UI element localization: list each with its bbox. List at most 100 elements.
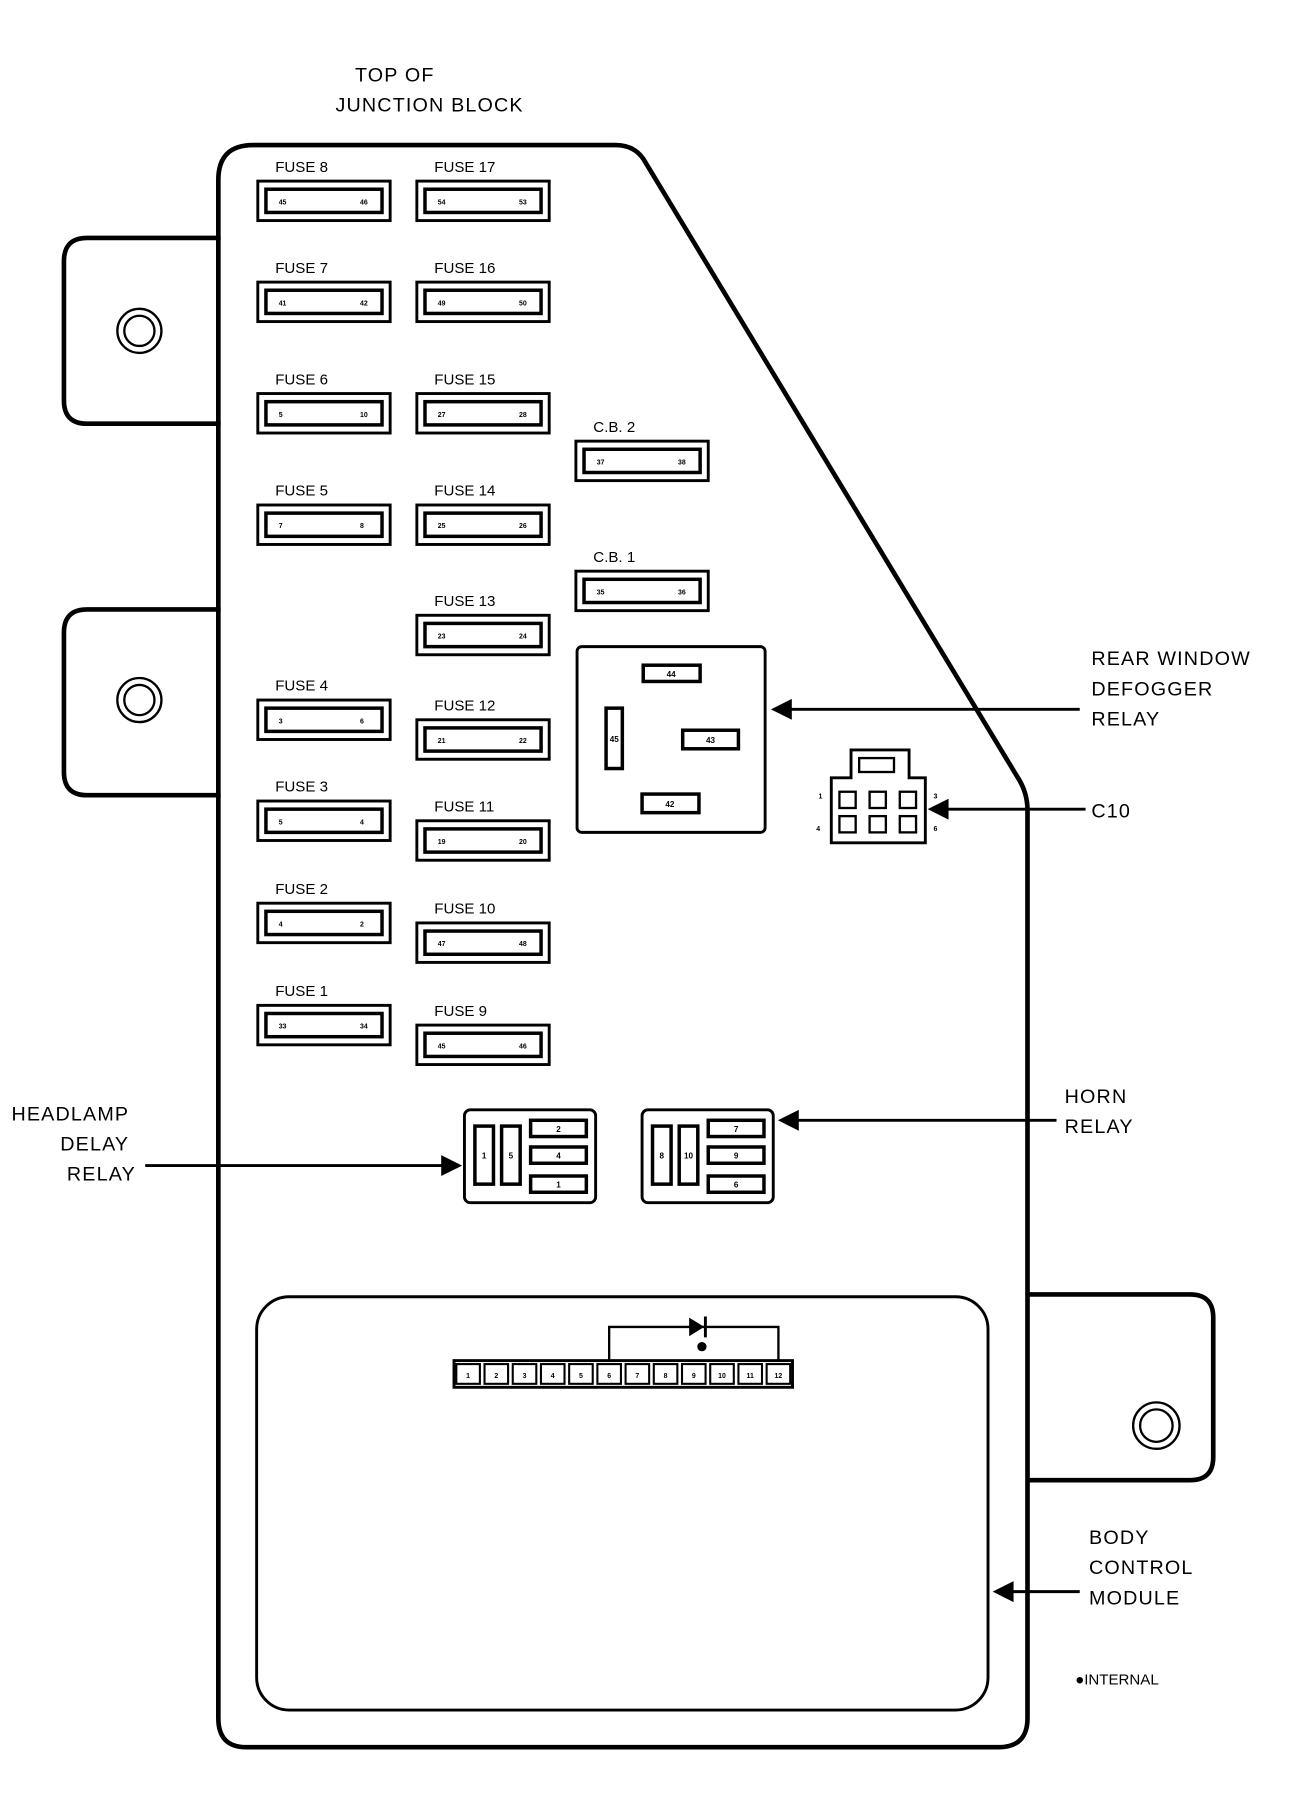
fuse-label: FUSE 12 bbox=[434, 697, 495, 714]
bcm-pin bbox=[709, 1363, 735, 1385]
c10-pin-mark: 1 bbox=[819, 794, 823, 801]
internal-marker-icon bbox=[697, 1342, 707, 1352]
bcm-pin bbox=[483, 1363, 510, 1385]
fuse-label: FUSE 9 bbox=[434, 1003, 487, 1020]
fuse-pin-label: 21 bbox=[438, 738, 446, 745]
c10-pin-mark: 3 bbox=[933, 794, 937, 801]
fuse-pin-label: 34 bbox=[360, 1024, 368, 1031]
fuse-15: FUSE 15 27 28 bbox=[415, 371, 551, 435]
fuse-label: C.B. 2 bbox=[593, 419, 635, 436]
bcm-callout bbox=[992, 1581, 1080, 1603]
fuse-pin-label: 23 bbox=[438, 634, 446, 641]
body-control-module bbox=[255, 1295, 990, 1712]
defogger-relay-label: REAR WINDOW DEFOGGER RELAY bbox=[1091, 648, 1257, 730]
fuse-pin-label: 45 bbox=[279, 199, 287, 206]
horn-relay-label: HORN RELAY bbox=[1065, 1086, 1134, 1138]
bcm-pin-label: 1 bbox=[466, 1373, 470, 1380]
fuse-label: FUSE 5 bbox=[275, 483, 328, 500]
fuse-6: FUSE 6 5 10 bbox=[256, 371, 392, 435]
fuse-pin-label: 36 bbox=[678, 589, 686, 596]
circuit-breaker-2: C.B. 2 37 38 bbox=[574, 419, 710, 483]
bcm-pin-label: 8 bbox=[664, 1373, 668, 1380]
fuse-pin-label: 48 bbox=[519, 941, 527, 948]
fuse-label: FUSE 14 bbox=[434, 483, 495, 500]
fuse-pin-label: 4 bbox=[279, 921, 283, 928]
bcm-label: BODY CONTROL MODULE bbox=[1089, 1527, 1200, 1609]
fuse-label: FUSE 3 bbox=[275, 779, 328, 796]
fuse-pin-label: 33 bbox=[279, 1024, 287, 1031]
fuse-pin-label: 47 bbox=[438, 941, 446, 948]
circuit-breaker-1: C.B. 1 35 36 bbox=[574, 549, 710, 613]
fuse-label: FUSE 8 bbox=[275, 159, 328, 176]
fuse-pin-label: 37 bbox=[597, 459, 605, 466]
fuse-pin-label: 38 bbox=[678, 459, 686, 466]
fuse-pin-label: 46 bbox=[360, 199, 368, 206]
headlamp-relay-callout bbox=[145, 1155, 463, 1177]
relay-pin-label: 9 bbox=[734, 1152, 739, 1161]
fuse-label: FUSE 11 bbox=[434, 798, 494, 815]
fuse-pin-label: 49 bbox=[438, 300, 446, 307]
bcm-pin bbox=[511, 1363, 538, 1385]
relay-pin-label: 8 bbox=[660, 1152, 665, 1161]
fuse-pin-label: 5 bbox=[279, 412, 283, 419]
bcm-pin bbox=[539, 1363, 566, 1385]
bcm-pin bbox=[596, 1363, 622, 1385]
bcm-pin-label: 10 bbox=[718, 1373, 726, 1380]
fuse-label: FUSE 15 bbox=[434, 371, 495, 388]
bcm-pin bbox=[680, 1363, 707, 1385]
mounting-hole-icon bbox=[116, 676, 163, 724]
relay-pin-label: 1 bbox=[482, 1152, 487, 1161]
horn-relay-callout bbox=[777, 1109, 1057, 1131]
fuse-pin-label: 28 bbox=[519, 412, 527, 419]
relay-pin-label: 10 bbox=[684, 1152, 694, 1161]
fuse-label: C.B. 1 bbox=[593, 549, 635, 566]
c10-pin-mark: 6 bbox=[933, 826, 937, 833]
diode-icon bbox=[689, 1317, 705, 1337]
relay-pin-label: 43 bbox=[706, 736, 716, 745]
fuse-label: FUSE 2 bbox=[275, 881, 328, 898]
fuse-8: FUSE 8 45 46 bbox=[256, 159, 392, 223]
fuse-pin-label: 4 bbox=[360, 819, 364, 826]
fuse-label: FUSE 6 bbox=[275, 371, 328, 388]
fuse-pin-label: 19 bbox=[438, 839, 446, 846]
headlamp-delay-relay: 1 5 2 4 1 bbox=[462, 1108, 598, 1205]
junction-block-outline bbox=[216, 142, 1030, 1750]
fuse-pin-label: 27 bbox=[438, 412, 446, 419]
mounting-tab-left-upper bbox=[61, 235, 221, 427]
fuse-label: FUSE 10 bbox=[434, 901, 495, 918]
fuse-pin-label: 24 bbox=[519, 634, 527, 641]
fuse-label: FUSE 4 bbox=[275, 678, 328, 695]
fuse-pin-label: 41 bbox=[279, 300, 287, 307]
fuse-pin-label: 54 bbox=[438, 199, 446, 206]
bcm-pin bbox=[455, 1363, 481, 1385]
fuse-pin-label: 35 bbox=[597, 589, 605, 596]
fuse-pin-label: 6 bbox=[360, 718, 364, 725]
relay-pin-label: 5 bbox=[509, 1152, 514, 1161]
bcm-pin-label: 4 bbox=[551, 1373, 555, 1380]
relay-pin-label: 7 bbox=[734, 1125, 739, 1134]
bcm-pin bbox=[652, 1363, 679, 1385]
bcm-pin-label: 11 bbox=[747, 1373, 754, 1380]
bcm-pin-label: 12 bbox=[775, 1373, 783, 1380]
relay-pin-label: 6 bbox=[734, 1181, 739, 1190]
fuse-10: FUSE 10 47 48 bbox=[415, 901, 551, 964]
mounting-tab-right bbox=[1027, 1292, 1216, 1483]
mounting-hole-icon bbox=[116, 307, 163, 355]
mounting-hole-icon bbox=[1131, 1401, 1181, 1450]
fuse-label: FUSE 7 bbox=[275, 260, 328, 277]
fuse-pin-label: 10 bbox=[360, 412, 368, 419]
bcm-pin bbox=[568, 1363, 594, 1385]
fuse-pin-label: 20 bbox=[519, 839, 527, 846]
fuse-11: FUSE 11 19 20 bbox=[415, 798, 551, 862]
title-line-1: TOP OF bbox=[355, 64, 435, 86]
bcm-pin-label: 3 bbox=[523, 1373, 527, 1380]
